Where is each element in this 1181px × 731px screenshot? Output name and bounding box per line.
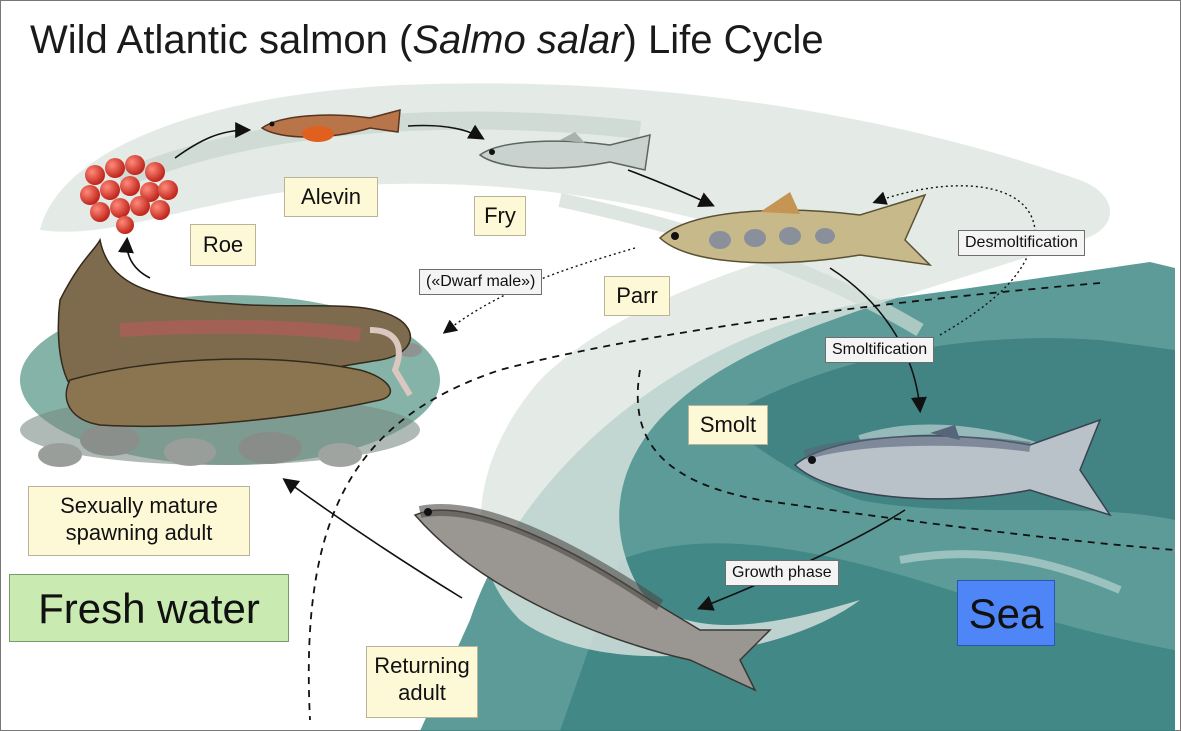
spawning-adult-line-2: spawning adult: [29, 520, 249, 547]
title-suffix: ) Life Cycle: [624, 18, 824, 62]
diagram-title: Wild Atlantic salmon (Salmo salar) Life …: [30, 18, 824, 63]
label-spawning-adult: Sexually mature spawning adult: [28, 486, 250, 556]
spawning-adult-fish: [58, 240, 410, 426]
label-smolt: Smolt: [688, 405, 768, 445]
label-alevin: Alevin: [284, 177, 378, 217]
label-parr: Parr: [604, 276, 670, 316]
returning-adult-line-1: Returning: [367, 653, 477, 680]
label-roe: Roe: [190, 224, 256, 266]
spawning-adult-line-1: Sexually mature: [29, 493, 249, 520]
title-prefix: Wild Atlantic salmon (: [30, 18, 412, 62]
label-fry: Fry: [474, 196, 526, 236]
tag-growth-phase: Growth phase: [725, 560, 839, 586]
returning-adult-line-2: adult: [367, 680, 477, 707]
zone-fresh-water: Fresh water: [9, 574, 289, 642]
title-species-name: Salmo salar: [412, 18, 623, 62]
tag-dwarf-male: («Dwarf male»): [419, 269, 542, 295]
label-returning-adult: Returning adult: [366, 646, 478, 718]
zone-sea: Sea: [957, 580, 1055, 646]
tag-smoltification: Smoltification: [825, 337, 934, 363]
tag-desmoltification: Desmoltification: [958, 230, 1085, 256]
